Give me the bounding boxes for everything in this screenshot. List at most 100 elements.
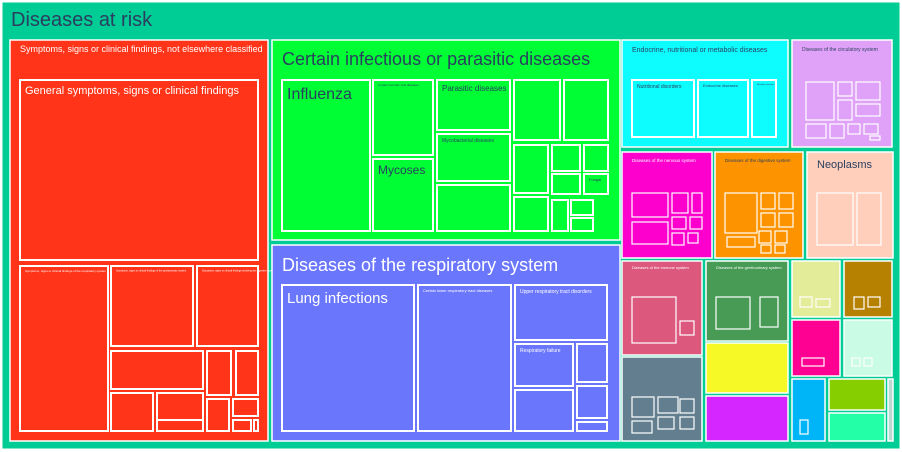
subtile[interactable] [724, 192, 758, 234]
group-tile-group-14[interactable] [843, 319, 893, 377]
group-tile-diseases-of-the-circulatory-system[interactable] [791, 39, 893, 148]
subtile[interactable] [759, 296, 779, 328]
child-tile-metabolic-disorders[interactable] [751, 79, 777, 138]
child-tile-child-13[interactable] [156, 419, 204, 432]
subtile[interactable] [801, 357, 825, 367]
subtile[interactable] [657, 416, 675, 430]
subtile[interactable] [778, 212, 794, 228]
subtile[interactable] [774, 230, 788, 244]
group-tile-group-18[interactable] [828, 378, 886, 411]
subtile[interactable] [631, 221, 669, 245]
group-tile-group-10[interactable] [791, 260, 841, 318]
subtile[interactable] [829, 123, 845, 139]
subtile[interactable] [805, 123, 827, 139]
subtile[interactable] [863, 123, 879, 135]
child-tile-symptoms-signs-or-clinical-findings-involving-the-digestive-system[interactable] [196, 265, 259, 347]
group-tile-group-16[interactable] [705, 395, 789, 442]
child-tile-mycobacterial-diseases[interactable] [436, 133, 511, 182]
child-tile-symptoms-signs-or-clinical-findings-of-the-respiratory-system[interactable] [19, 265, 109, 432]
child-tile-child-6[interactable] [563, 79, 609, 141]
child-tile-child-15[interactable] [570, 199, 594, 216]
child-tile-child-13[interactable] [513, 196, 549, 232]
child-tile-child-10[interactable] [232, 398, 259, 417]
child-tile-upper-respiratory-tract-disorders[interactable] [514, 284, 608, 341]
subtile[interactable] [799, 296, 813, 308]
group-tile-diseases-of-the-nervous-system[interactable] [621, 151, 713, 259]
subtile[interactable] [631, 192, 669, 218]
subtile[interactable] [679, 320, 695, 336]
subtile[interactable] [687, 232, 699, 244]
subtile[interactable] [805, 81, 835, 121]
group-tile-group-20[interactable] [887, 378, 894, 442]
group-tile-group-19[interactable] [828, 412, 886, 442]
child-tile-child-9[interactable] [551, 144, 581, 172]
subtile[interactable] [847, 123, 861, 135]
child-tile-child-6[interactable] [235, 350, 259, 396]
child-tile-child-11[interactable] [232, 419, 252, 432]
subtile[interactable] [855, 103, 881, 117]
subtile[interactable] [657, 396, 679, 414]
subtile[interactable] [837, 81, 853, 97]
subtile[interactable] [758, 230, 772, 244]
child-tile-child-11[interactable] [551, 173, 581, 195]
group-tile-endocrine-nutritional-or-metabolic-diseases[interactable] [621, 39, 789, 148]
child-tile-child-5[interactable] [206, 350, 232, 396]
subtile[interactable] [778, 192, 794, 210]
subtile[interactable] [855, 81, 881, 101]
subtile[interactable] [679, 416, 695, 430]
subtile[interactable] [631, 296, 677, 344]
child-tile-child-14[interactable] [551, 199, 569, 232]
group-tile-diseases-of-the-immune-system[interactable] [621, 260, 703, 356]
subtile[interactable] [816, 192, 854, 246]
child-tile-child-16[interactable] [570, 217, 594, 232]
child-tile-child-8[interactable] [513, 144, 549, 194]
subtile[interactable] [863, 357, 873, 367]
subtile[interactable] [671, 216, 687, 230]
subtile[interactable] [679, 398, 695, 414]
group-tile-symptoms-signs-or-clinical-findings-not-elsewhere-classified[interactable] [9, 39, 269, 442]
child-tile-child-7[interactable] [576, 421, 608, 432]
child-tile-certain-lower-respiratory-tract-diseases[interactable] [417, 284, 512, 432]
child-tile-child-6[interactable] [576, 385, 608, 419]
subtile[interactable] [631, 396, 655, 418]
child-tile-lung-infections[interactable] [281, 284, 415, 432]
subtile[interactable] [760, 192, 776, 210]
child-tile-parasitic-diseases[interactable] [436, 79, 511, 131]
subtile[interactable] [691, 192, 703, 214]
subtile[interactable] [715, 296, 751, 330]
child-tile-respiratory-failure[interactable] [514, 343, 574, 387]
child-tile-certain-zoonotic-viral-diseases[interactable] [372, 79, 434, 156]
child-tile-influenza[interactable] [281, 79, 371, 232]
group-tile-diseases-of-the-genitourinary-system[interactable] [705, 260, 789, 342]
subtile[interactable] [671, 192, 689, 214]
child-tile-nutritional-disorders[interactable] [631, 79, 695, 138]
subtile[interactable] [856, 192, 882, 246]
group-tile-group-13[interactable] [791, 319, 841, 377]
subtile[interactable] [853, 296, 865, 310]
child-tile-child-5[interactable] [514, 389, 574, 432]
group-tile-neoplasms[interactable] [806, 151, 894, 259]
child-tile-child-10[interactable] [583, 144, 609, 172]
subtile[interactable] [867, 296, 881, 308]
child-tile-child-5[interactable] [513, 79, 561, 141]
child-tile-child-12[interactable] [253, 419, 259, 432]
child-tile-child-4[interactable] [110, 350, 204, 390]
subtile[interactable] [726, 236, 756, 248]
subtile[interactable] [760, 212, 776, 228]
subtile[interactable] [774, 244, 786, 254]
child-tile-child-7[interactable] [436, 184, 511, 232]
child-tile-fungal[interactable] [583, 173, 609, 195]
subtile[interactable] [815, 298, 831, 308]
child-tile-child-9[interactable] [206, 398, 230, 432]
subtile[interactable] [671, 232, 685, 246]
child-tile-symptoms-signs-or-clinical-findings-of-the-genitourinary-system[interactable] [110, 265, 194, 347]
child-tile-child-4[interactable] [576, 343, 608, 383]
child-tile-child-7[interactable] [110, 392, 154, 432]
child-tile-mycoses[interactable] [372, 158, 434, 232]
subtile[interactable] [851, 357, 861, 367]
group-tile-group-12[interactable] [705, 342, 789, 394]
group-tile-group-11[interactable] [843, 260, 893, 318]
subtile[interactable] [837, 99, 853, 121]
child-tile-general-symptoms-signs-or-clinical-findings[interactable] [19, 79, 259, 261]
subtile[interactable] [631, 420, 653, 434]
